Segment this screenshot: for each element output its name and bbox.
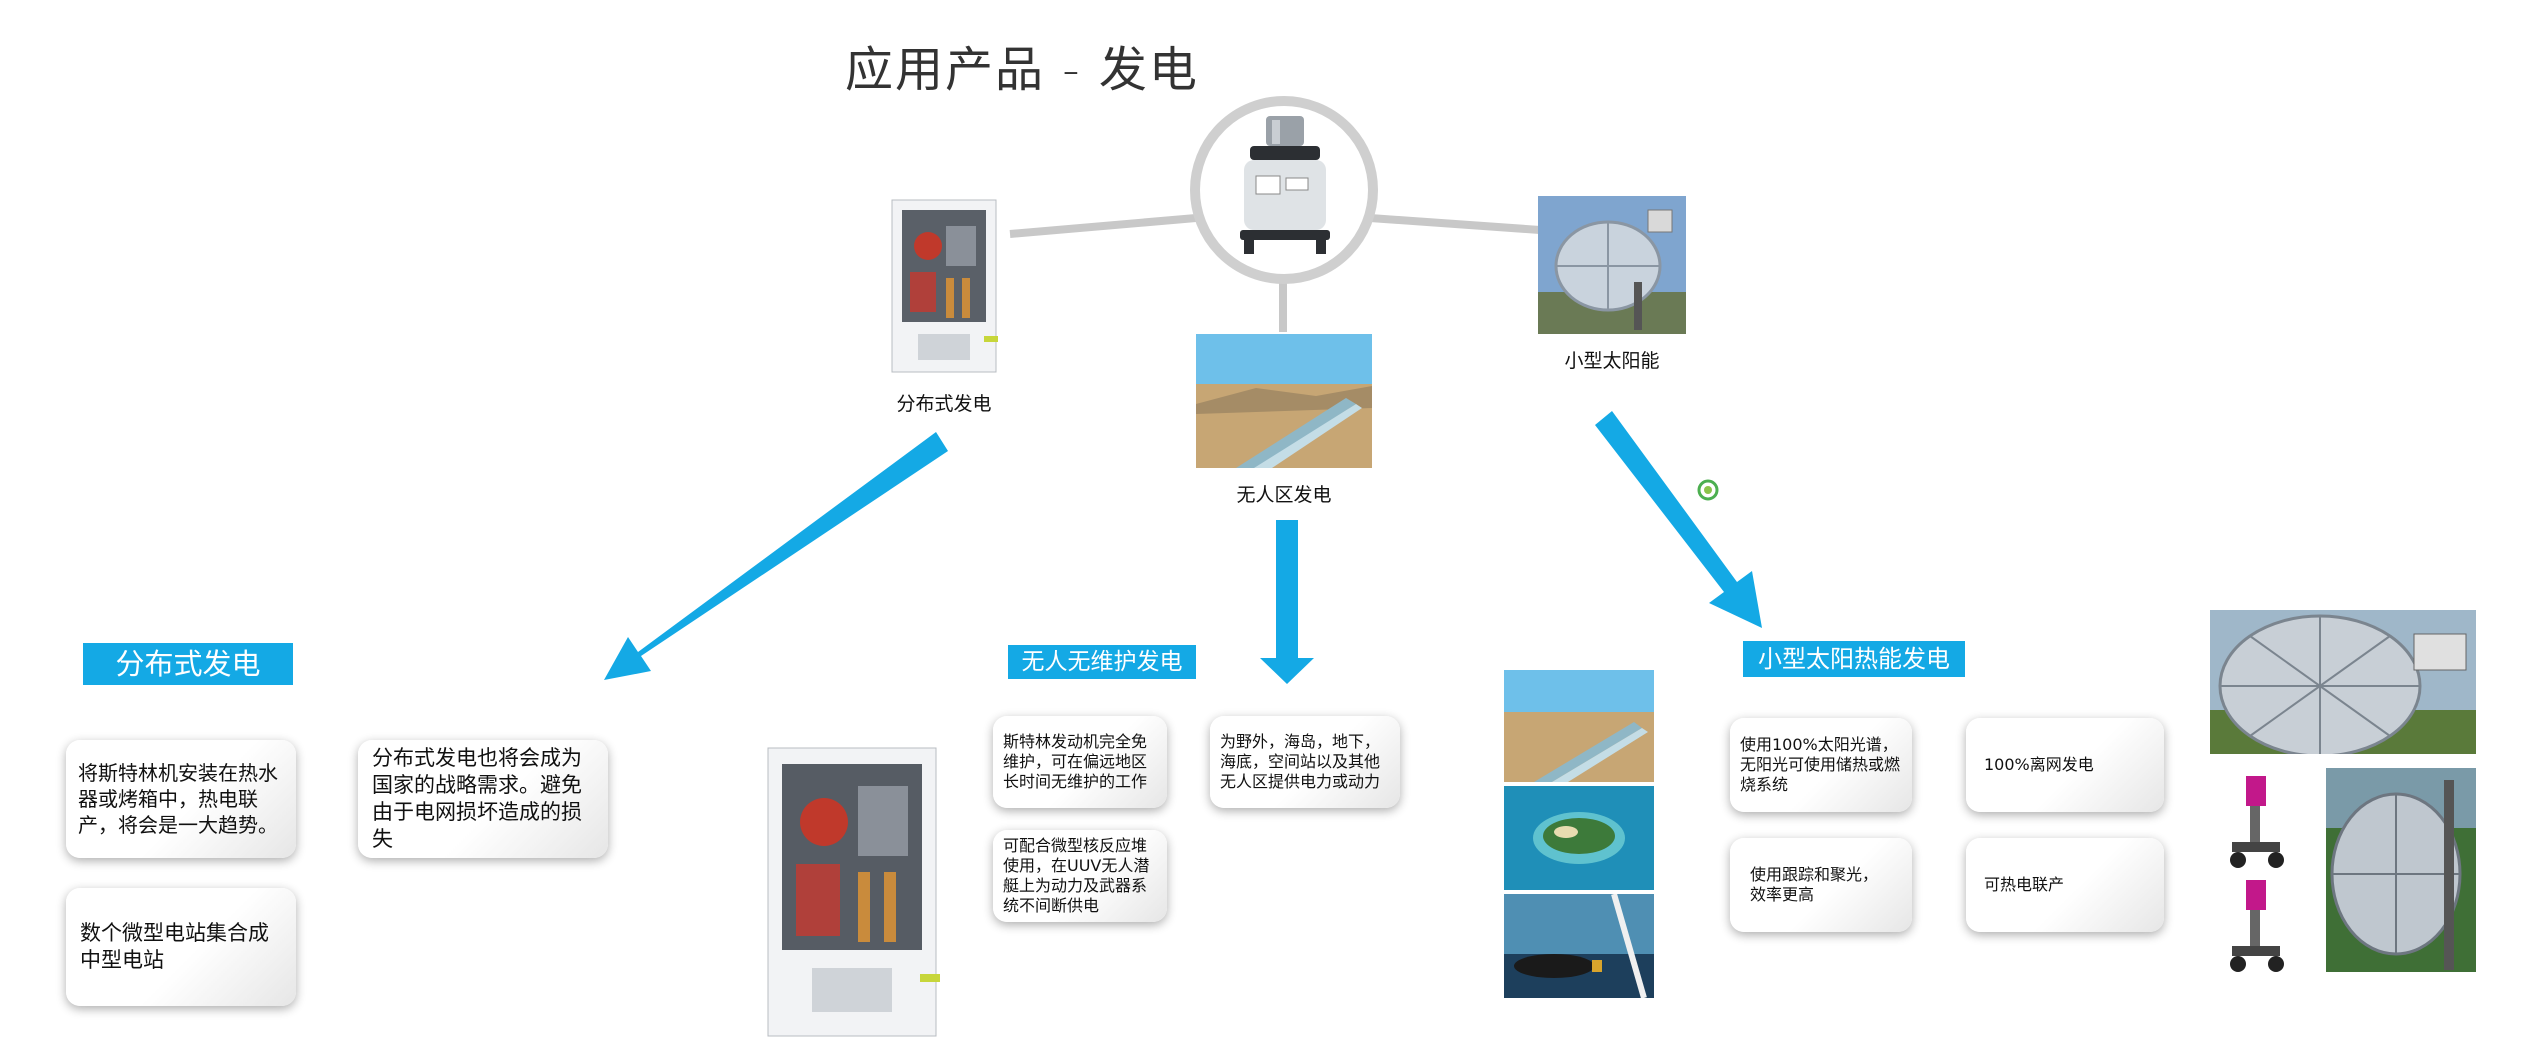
card-text: 可热电联产 [1984, 875, 2065, 894]
connector-right [1369, 214, 1541, 234]
card-remote-power-supply: 为野外，海岛，地下，海底，空间站以及其他无人区提供电力或动力 [1210, 716, 1400, 808]
card-maintenance-free-operation: 斯特林发动机完全免维护，可在偏远地区长时间无维护的工作 [993, 716, 1167, 808]
card-cogeneration-trend: 将斯特林机安装在热水器或烤箱中，热电联产，将会是一大趋势。 [66, 740, 296, 858]
island-image [1504, 786, 1654, 890]
connector-left [1009, 214, 1197, 238]
card-off-grid: 100%离网发电 [1966, 718, 2164, 812]
card-text: 将斯特林机安装在热水器或烤箱中，热电联产，将会是一大趋势。 [78, 761, 278, 837]
boiler-image-large [762, 742, 942, 1042]
card-text: 可配合微型核反应堆使用，在UUV无人潜艇上为动力及武器系统不间断供电 [1003, 836, 1150, 915]
card-tracking-concentration: 使用跟踪和聚光，效率更高 [1730, 838, 1912, 932]
header-solar-thermal: 小型太阳热能发电 [1743, 641, 1965, 677]
portable-solar-unit-image-1 [2220, 772, 2296, 872]
card-cogeneration: 可热电联产 [1966, 838, 2164, 932]
card-text: 使用100%太阳光谱，无阳光可使用储热或燃烧系统 [1740, 735, 1901, 794]
recycle-icon [1696, 478, 1720, 502]
header-maintenance-free: 无人无维护发电 [1008, 645, 1196, 679]
header-distributed: 分布式发电 [83, 643, 293, 685]
card-text: 100%离网发电 [1984, 755, 2094, 774]
card-text: 分布式发电也将会成为国家的战略需求。避免由于电网损坏造成的损失 [372, 746, 582, 851]
card-micro-station-cluster: 数个微型电站集合成中型电站 [66, 888, 296, 1006]
arrow-to-distributed-icon [604, 432, 948, 680]
portable-solar-unit-image-2 [2220, 876, 2296, 976]
card-strategic-demand: 分布式发电也将会成为国家的战略需求。避免由于电网损坏造成的损失 [358, 740, 608, 858]
card-text: 斯特林发动机完全免维护，可在偏远地区长时间无维护的工作 [1003, 732, 1148, 791]
arrow-to-maintenance-icon [1260, 520, 1314, 684]
stirling-engine-icon [1240, 116, 1330, 254]
stirling-engine-hub [1190, 96, 1378, 284]
label-distributed: 分布式发电 [896, 393, 992, 415]
card-full-spectrum: 使用100%太阳光谱，无阳光可使用储热或燃烧系统 [1730, 718, 1912, 812]
pipeline-image [1504, 670, 1654, 782]
solar-dish-image-small [1538, 196, 1686, 334]
card-text: 为野外，海岛，地下，海底，空间站以及其他无人区提供电力或动力 [1220, 732, 1381, 791]
card-uuv-nuclear: 可配合微型核反应堆使用，在UUV无人潜艇上为动力及武器系统不间断供电 [993, 830, 1167, 922]
solar-dish-image-outdoor [2326, 768, 2476, 972]
uuv-image [1504, 894, 1654, 998]
boiler-image-small [888, 196, 1000, 376]
solar-dish-image-large [2210, 610, 2476, 754]
card-text: 使用跟踪和聚光，效率更高 [1750, 865, 1879, 904]
card-text: 数个微型电站集合成中型电站 [80, 921, 269, 972]
label-solar-small: 小型太阳能 [1564, 350, 1660, 372]
pipeline-desert-image [1196, 334, 1372, 468]
arrow-to-solar-icon [1595, 411, 1762, 628]
label-unmanned: 无人区发电 [1236, 484, 1332, 506]
page-title: 应用产品 - 发电 [845, 42, 1199, 98]
